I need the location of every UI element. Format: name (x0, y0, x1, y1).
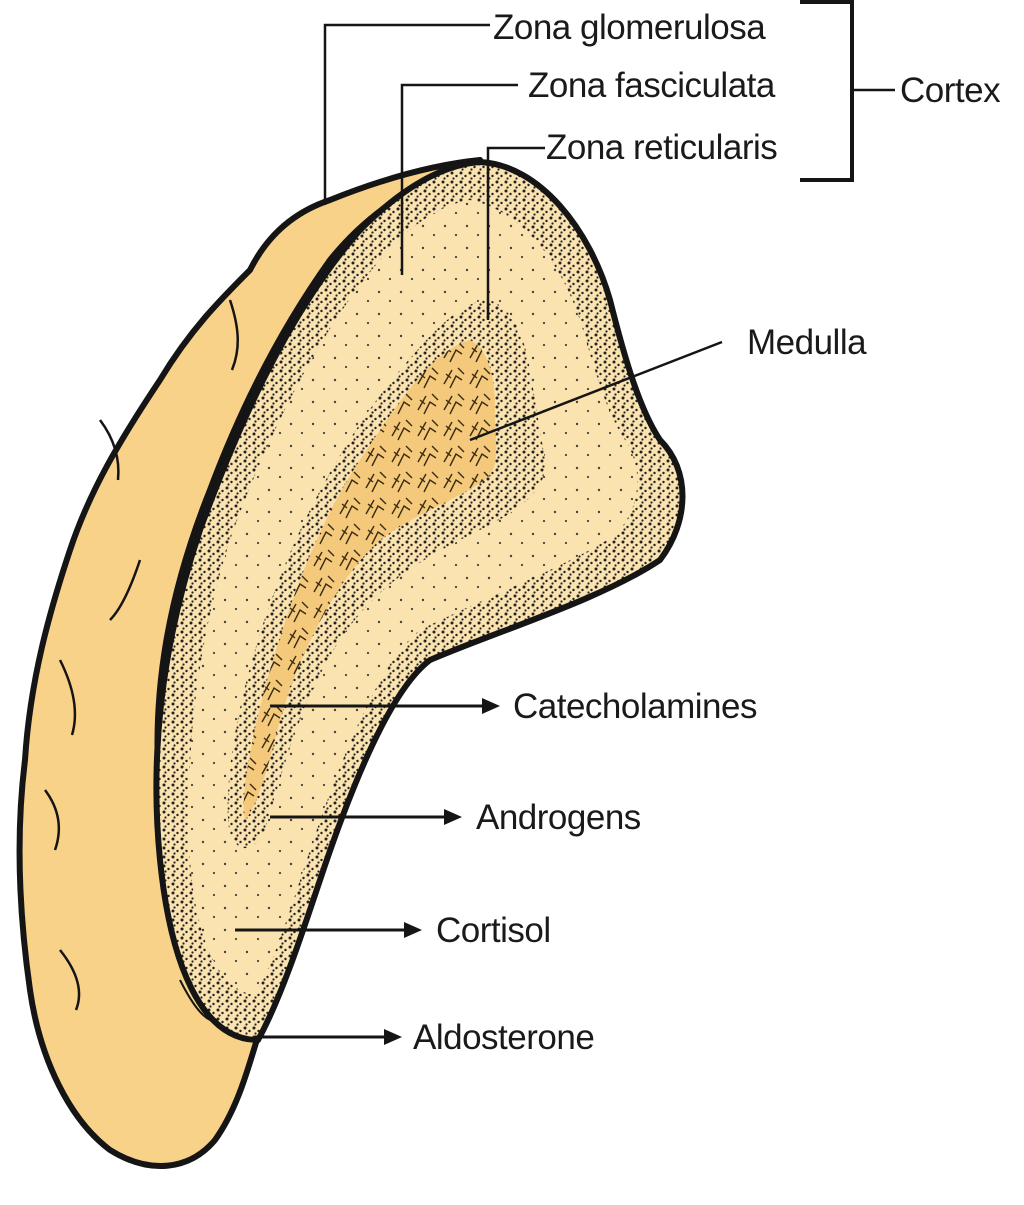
label-androgens: Androgens (476, 798, 641, 837)
label-zona-glomerulosa: Zona glomerulosa (493, 8, 766, 47)
label-medulla: Medulla (747, 323, 867, 362)
label-cortex: Cortex (900, 71, 1001, 110)
leader-lines (323, 0, 895, 442)
label-cortisol: Cortisol (436, 911, 551, 950)
secretion-arrows (235, 698, 500, 1045)
label-zona-reticularis: Zona reticularis (546, 128, 778, 167)
medulla-region (243, 340, 497, 820)
label-aldosterone: Aldosterone (413, 1018, 595, 1057)
gland-outer-surface (16, 157, 483, 1169)
label-zona-fasciculata: Zona fasciculata (528, 66, 775, 105)
label-catecholamines: Catecholamines (513, 687, 757, 726)
